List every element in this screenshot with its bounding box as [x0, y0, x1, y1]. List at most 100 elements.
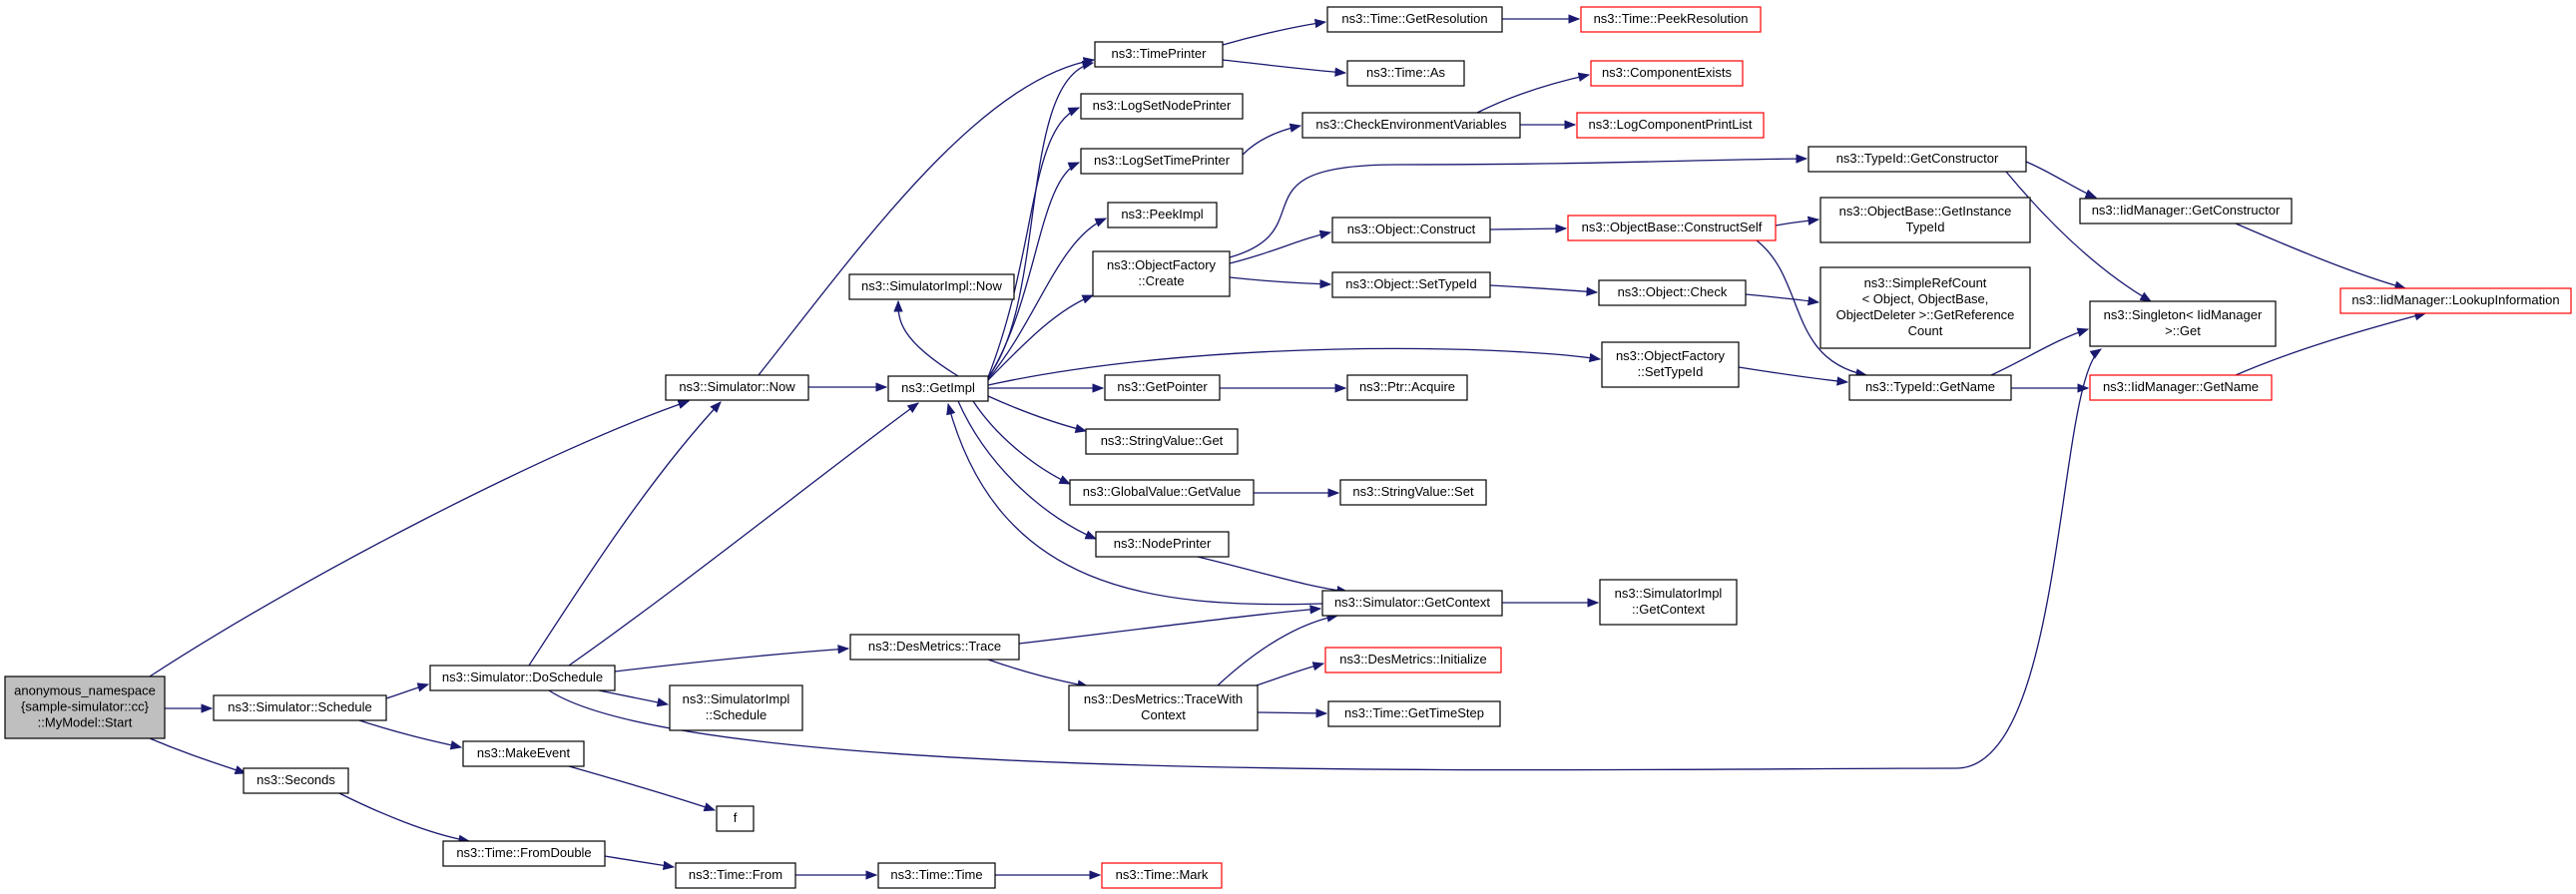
node-root[interactable]: anonymous_namespace{sample-simulator::cc…: [4, 675, 166, 739]
edge-get_impl-to-log_node_printer: [987, 107, 1081, 378]
node-typeid-getctor[interactable]: ns3::TypeId::GetConstructor: [1807, 146, 2027, 173]
edge-obj_construct-to-objbase_construct: [1489, 224, 1568, 233]
node-label: ns3::PeekImpl: [1121, 207, 1203, 222]
node-objfactory-settypeid[interactable]: ns3::ObjectFactory::SetTypeId: [1601, 341, 1740, 388]
edge-get_impl-to-stringvalue_get: [987, 395, 1088, 433]
node-sim-now[interactable]: ns3::Simulator::Now: [665, 374, 809, 401]
node-desmetrics-init[interactable]: ns3::DesMetrics::Initialize: [1324, 647, 1502, 673]
node-time-printer[interactable]: ns3::TimePrinter: [1094, 41, 1224, 68]
node-label: ns3::Time::From: [689, 867, 782, 882]
node-box: [1069, 479, 1255, 506]
node-obj-settypeid[interactable]: ns3::Object::SetTypeId: [1331, 271, 1491, 298]
node-simple-ref[interactable]: ns3::SimpleRefCount< Object, ObjectBase,…: [1819, 266, 2031, 349]
node-label: ns3::GlobalValue::GetValue: [1083, 484, 1242, 499]
node-box: [1346, 60, 1465, 87]
edge-desmetrics_trace-to-sim_getcontext: [1018, 605, 1322, 645]
node-time-gettimestep[interactable]: ns3::Time::GetTimeStep: [1327, 700, 1501, 727]
node-label: ::Create: [1138, 273, 1184, 288]
node-iidmgr-getctor[interactable]: ns3::IidManager::GetConstructor: [2079, 198, 2293, 224]
node-time-peekres[interactable]: ns3::Time::PeekResolution: [1580, 6, 1762, 33]
node-label: ::Schedule: [706, 707, 767, 722]
node-globalvalue-get[interactable]: ns3::GlobalValue::GetValue: [1069, 479, 1255, 506]
node-time-mark[interactable]: ns3::Time::Mark: [1101, 862, 1223, 889]
edge-sim_now-to-time_printer: [758, 57, 1096, 376]
node-objbase-construct[interactable]: ns3::ObjectBase::ConstructSelf: [1567, 215, 1777, 241]
call-edges: [149, 14, 2427, 880]
node-label: ns3::Ptr::Acquire: [1359, 379, 1455, 394]
node-box: [2339, 287, 2572, 314]
node-box: [849, 634, 1020, 661]
node-box: [1327, 700, 1501, 727]
node-time-as[interactable]: ns3::Time::As: [1346, 60, 1465, 87]
node-sim-getcontext[interactable]: ns3::Simulator::GetContext: [1321, 590, 1503, 617]
node-stringvalue-set[interactable]: ns3::StringValue::Set: [1339, 479, 1487, 506]
node-simimpl-getcontext[interactable]: ns3::SimulatorImpl::GetContext: [1599, 579, 1738, 626]
edge-obj_settypeid-to-obj_check: [1489, 284, 1599, 296]
node-label: ns3::GetImpl: [901, 380, 975, 395]
node-label: ns3::DesMetrics::TraceWith: [1084, 691, 1243, 706]
node-comp-exists[interactable]: ns3::ComponentExists: [1590, 60, 1744, 87]
node-box: [243, 767, 349, 794]
node-get-pointer[interactable]: ns3::GetPointer: [1104, 374, 1221, 401]
node-obj-factory-create[interactable]: ns3::ObjectFactory::Create: [1092, 250, 1231, 297]
node-singleton-get[interactable]: ns3::Singleton< IidManager>::Get: [2089, 300, 2277, 347]
node-log-time-printer[interactable]: ns3::LogSetTimePrinter: [1080, 148, 1244, 175]
node-get-impl[interactable]: ns3::GetImpl: [887, 375, 989, 402]
node-simimpl-now[interactable]: ns3::SimulatorImpl::Now: [848, 273, 1015, 300]
node-label: ns3::SimulatorImpl: [683, 691, 790, 706]
node-box: [1819, 266, 2031, 349]
node-label: anonymous_namespace: [14, 682, 156, 697]
node-f[interactable]: f: [716, 805, 755, 832]
node-typeid-getname[interactable]: ns3::TypeId::GetName: [1848, 374, 2012, 401]
node-label: ns3::ComponentExists: [1602, 65, 1733, 80]
node-box: [1598, 279, 1747, 306]
node-box: [429, 665, 616, 691]
node-sim-schedule[interactable]: ns3::Simulator::Schedule: [213, 694, 387, 721]
node-label: ns3::Object::Check: [1618, 284, 1728, 299]
node-simimpl-schedule[interactable]: ns3::SimulatorImpl::Schedule: [669, 684, 803, 731]
node-label: ns3::ObjectFactory: [1107, 257, 1217, 272]
node-sim-doschedule[interactable]: ns3::Simulator::DoSchedule: [429, 665, 616, 691]
node-make-event[interactable]: ns3::MakeEvent: [462, 740, 585, 767]
node-time-from[interactable]: ns3::Time::From: [675, 862, 796, 889]
node-node-printer[interactable]: ns3::NodePrinter: [1095, 531, 1230, 558]
node-desmetrics-trace[interactable]: ns3::DesMetrics::Trace: [849, 634, 1020, 661]
node-log-comp-list[interactable]: ns3::LogComponentPrintList: [1576, 112, 1765, 139]
node-time-fromdouble[interactable]: ns3::Time::FromDouble: [442, 840, 606, 867]
node-time-time[interactable]: ns3::Time::Time: [877, 862, 996, 889]
node-label: ns3::LogComponentPrintList: [1588, 117, 1752, 132]
edge-obj_factory_create-to-typeid_getctor: [1229, 154, 1808, 258]
edge-sim_getcontext-to-get_impl: [946, 402, 1323, 606]
edge-get_impl-to-log_time_printer: [987, 162, 1081, 379]
node-stringvalue-get[interactable]: ns3::StringValue::Get: [1085, 428, 1239, 455]
node-check-env[interactable]: ns3::CheckEnvironmentVariables: [1301, 112, 1521, 139]
node-iidmgr-getname[interactable]: ns3::IidManager::GetName: [2089, 374, 2273, 401]
node-label: >::Get: [2165, 323, 2201, 338]
node-obj-construct[interactable]: ns3::Object::Construct: [1331, 217, 1491, 243]
node-label: ns3::DesMetrics::Trace: [868, 639, 1001, 654]
node-box: [877, 862, 996, 889]
node-label: TypeId: [1905, 220, 1944, 234]
node-iidmgr-lookup[interactable]: ns3::IidManager::LookupInformation: [2339, 287, 2572, 314]
node-label: ns3::Simulator::Now: [679, 379, 795, 394]
node-label: ns3::IidManager::GetConstructor: [2092, 203, 2281, 218]
node-label: ns3::LogSetTimePrinter: [1094, 153, 1231, 168]
node-ptr-acquire[interactable]: ns3::Ptr::Acquire: [1346, 374, 1468, 401]
node-box: [1321, 590, 1503, 617]
node-time-getres[interactable]: ns3::Time::GetResolution: [1326, 6, 1503, 33]
node-label: ns3::Seconds: [257, 772, 335, 787]
edge-iidmgr_getname-to-iidmgr_lookup: [2235, 311, 2427, 376]
edge-typeid_getname-to-singleton_get: [1990, 327, 2090, 376]
node-label: Count: [1908, 323, 1943, 338]
node-box: [848, 273, 1015, 300]
node-box: [1324, 647, 1502, 673]
node-label: ns3::IidManager::GetName: [2103, 379, 2259, 394]
node-seconds[interactable]: ns3::Seconds: [243, 767, 349, 794]
node-log-node-printer[interactable]: ns3::LogSetNodePrinter: [1080, 93, 1244, 120]
node-peek-impl[interactable]: ns3::PeekImpl: [1107, 202, 1218, 228]
node-box: [1301, 112, 1521, 139]
edge-root-to-seconds: [149, 737, 248, 774]
node-obj-check[interactable]: ns3::Object::Check: [1598, 279, 1747, 306]
